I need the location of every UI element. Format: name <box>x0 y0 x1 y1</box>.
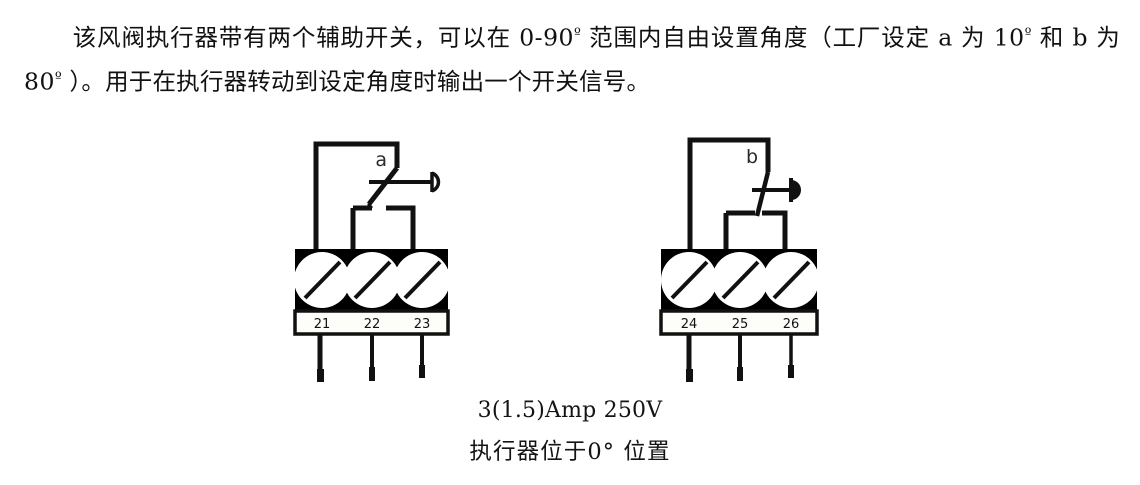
right-lead-tip-26 <box>788 365 794 378</box>
right-terminal-number-25: 25 <box>732 317 749 332</box>
left-lead-tip-21 <box>317 369 324 382</box>
paragraph-segment-5: 为 <box>1088 23 1121 52</box>
right-switch-label: b <box>746 146 758 168</box>
left-switch-assembly: 21 22 23 a <box>293 141 450 382</box>
right-terminal-screw-25 <box>712 252 768 308</box>
degree-symbol-b: º <box>54 68 62 86</box>
left-arrow-head-icon <box>431 171 441 193</box>
angle-range-value: 0-90 <box>519 23 575 52</box>
right-terminal-number-24: 24 <box>681 317 698 332</box>
right-terminal-number-26: 26 <box>783 317 800 332</box>
left-switch-blade <box>367 166 399 206</box>
paragraph-segment-1: 该风阀执行器带有两个辅助开关，可以在 <box>72 23 520 52</box>
right-lead-tip-25 <box>737 367 743 381</box>
left-terminal-screw-22 <box>344 252 400 308</box>
switch-a-label-inline: a <box>938 23 953 52</box>
wiring-diagram: 21 22 23 a <box>0 120 1140 485</box>
left-switch-label: a <box>375 149 387 171</box>
right-link-down-26 <box>762 210 788 250</box>
left-lead-tip-23 <box>419 365 425 378</box>
left-lead-tip-22 <box>369 367 375 381</box>
paragraph-segment-3: 为 <box>952 23 994 52</box>
right-switch-assembly: 24 25 26 b <box>659 137 819 382</box>
body-paragraph: 该风阀执行器带有两个辅助开关，可以在 0-90º 范围内自由设置角度（工厂设定 … <box>24 14 1120 101</box>
right-lead-tip-24 <box>686 369 693 382</box>
caption-position: 执行器位于0° 位置 <box>469 439 671 465</box>
paragraph-segment-4: 和 <box>1031 23 1073 52</box>
right-terminal-screw-24 <box>661 252 717 308</box>
left-link-down-23 <box>386 205 416 250</box>
left-terminal-screw-23 <box>394 252 450 308</box>
right-terminal-screw-26 <box>763 252 819 308</box>
left-terminal-number-22: 22 <box>364 317 381 332</box>
left-terminal-number-23: 23 <box>414 317 431 332</box>
caption-rating: 3(1.5)Amp 250V <box>477 398 663 423</box>
degree-symbol-range: º <box>574 25 581 42</box>
degree-symbol-a: º <box>1024 25 1032 42</box>
left-top-wire <box>313 141 400 334</box>
angle-b-value: 80 <box>24 67 55 96</box>
angle-a-value: 10 <box>993 23 1025 52</box>
paragraph-segment-2: 范围内自由设置角度（工厂设定 <box>580 23 939 52</box>
left-terminal-number-21: 21 <box>314 317 331 332</box>
paragraph-segment-6: ）。用于在执行器转动到设定角度时输出一个开关信号。 <box>61 67 651 96</box>
right-switch-blade <box>754 171 771 217</box>
left-terminal-screw-21 <box>294 252 350 308</box>
right-top-wire <box>687 137 771 334</box>
switch-b-label-inline: b <box>1072 23 1088 52</box>
